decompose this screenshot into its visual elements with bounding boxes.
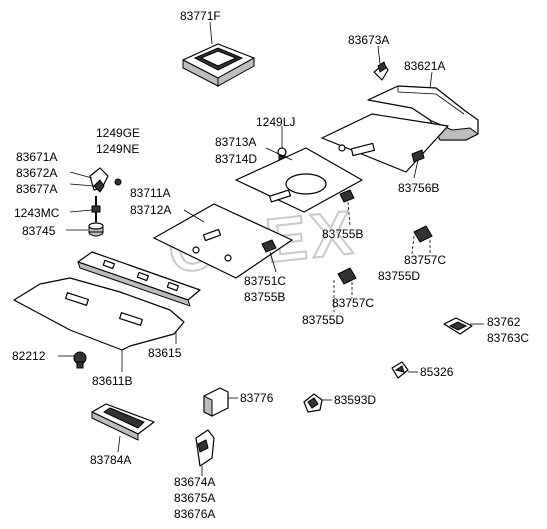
label-82212: 82212 xyxy=(12,349,46,363)
label-83611B: 83611B xyxy=(92,374,132,388)
label-83673A: 83673A xyxy=(348,33,389,47)
label-83757C-b: 83757C xyxy=(332,296,374,310)
part-85326-clip xyxy=(391,361,409,379)
label-83713A: 83713A xyxy=(215,135,256,149)
part-82212-cap xyxy=(73,351,87,369)
part-83621A-rear-panel xyxy=(367,85,479,141)
part-83713A-panel xyxy=(321,113,449,173)
part-83593D-fastener xyxy=(303,393,323,413)
label-83711A: 83711A xyxy=(130,186,170,200)
part-83751C-clip xyxy=(261,239,277,253)
label-83712A: 83712A xyxy=(130,203,171,217)
label-83677A: 83677A xyxy=(16,182,57,196)
label-83621A: 83621A xyxy=(404,59,445,73)
label-83762: 83762 xyxy=(487,315,521,329)
label-83755D-b: 83755D xyxy=(302,313,344,327)
label-83757C-a: 83757C xyxy=(404,253,446,267)
part-1243MC-bolt xyxy=(91,196,101,222)
part-83776-bracket xyxy=(203,387,229,417)
label-83763C: 83763C xyxy=(487,331,529,345)
label-83776: 83776 xyxy=(240,391,274,405)
label-83755B-b: 83755B xyxy=(244,290,285,304)
label-83674A: 83674A xyxy=(174,475,215,489)
label-83756B: 83756B xyxy=(398,181,439,195)
part-83784A-lamp xyxy=(91,403,155,441)
part-83756B-clip xyxy=(411,149,425,163)
label-85326: 85326 xyxy=(420,365,454,379)
label-83751C: 83751C xyxy=(244,274,286,288)
label-83755D-a: 83755D xyxy=(378,269,420,283)
label-83672A: 83672A xyxy=(16,166,57,180)
part-83673A-clip xyxy=(373,61,389,81)
part-83611B-headliner xyxy=(13,277,185,351)
part-83762-clip xyxy=(443,317,473,335)
label-83784A: 83784A xyxy=(90,453,131,467)
label-1249GE: 1249GE xyxy=(96,126,140,140)
part-83615-strip xyxy=(77,251,201,307)
part-83711A-middle-panel xyxy=(235,147,363,213)
part-83671A-grip xyxy=(89,167,122,193)
label-1243MC: 1243MC xyxy=(14,206,60,220)
part-83711A-front-panel xyxy=(153,203,293,279)
label-83714D: 83714D xyxy=(215,152,257,166)
label-83755B: 83755B xyxy=(322,227,363,241)
label-83593D: 83593D xyxy=(334,393,376,407)
part-83757C-clip-right xyxy=(411,225,433,256)
label-1249NE: 1249NE xyxy=(96,142,139,156)
label-83676A: 83676A xyxy=(174,507,215,521)
label-1249LJ: 1249LJ xyxy=(256,115,295,129)
label-83615: 83615 xyxy=(148,346,182,360)
part-83755B-clip xyxy=(339,189,355,227)
label-83745: 83745 xyxy=(22,224,56,238)
part-83674A-grip xyxy=(195,429,215,467)
part-83757C-clip-lower xyxy=(333,267,357,312)
label-83671A: 83671A xyxy=(16,150,57,164)
part-83771F-vent xyxy=(182,43,255,87)
part-83745-cap xyxy=(88,222,104,237)
label-83675A: 83675A xyxy=(174,491,215,505)
label-83771F: 83771F xyxy=(180,9,221,23)
